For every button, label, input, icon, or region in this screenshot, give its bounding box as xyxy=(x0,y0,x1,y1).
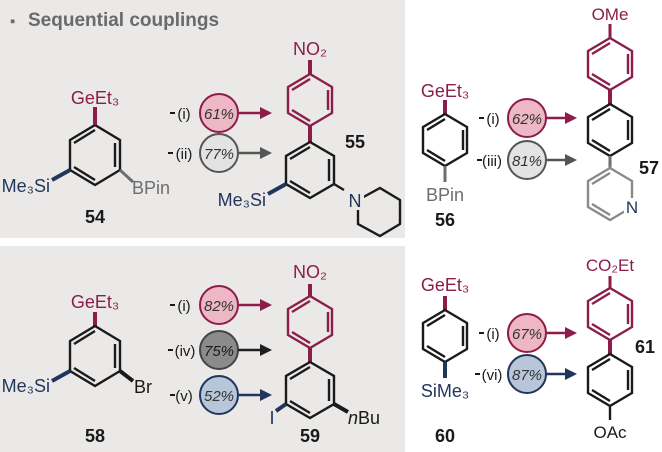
step-i-label: (i) xyxy=(486,111,499,128)
compound-55-silyl-group: Me₃Si xyxy=(218,190,266,210)
step-iv-label: (iv) xyxy=(175,343,196,360)
yield-52: 52% xyxy=(204,388,234,405)
reaction-arrow-head xyxy=(565,154,577,166)
compound-55-label: 55 xyxy=(345,132,365,152)
yield-61: 61% xyxy=(204,106,234,123)
step-row-vi: (vi) 87% xyxy=(475,354,577,394)
panel-top-right-svg: GeEt₃ BPin 56 (i) 62% (iii) 81% xyxy=(405,0,662,238)
compound-54-silyl-group: Me₃Si xyxy=(2,176,50,196)
compound-59-label: 59 xyxy=(300,426,320,446)
step-row-v: (v) 52% xyxy=(170,375,272,415)
compound-58-germanium-group: GeEt₃ xyxy=(71,292,119,312)
step-v-label: (v) xyxy=(175,388,193,405)
header-bullet: ▪ xyxy=(10,13,15,30)
compound-59 xyxy=(274,284,349,420)
compound-60-silyl-group: SiMe₃ xyxy=(421,381,469,401)
compound-58-label: 58 xyxy=(85,426,105,446)
reaction-arrow-head xyxy=(565,368,577,380)
step-row-iv: (iv) 75% xyxy=(168,330,272,370)
compound-61-ester-group: CO₂Et xyxy=(586,256,634,275)
reaction-arrow-head xyxy=(260,147,272,159)
panel-bottom-right: GeEt₃ SiMe₃ 60 (i) 67% (vi) 87% xyxy=(405,246,662,452)
reaction-arrow-head xyxy=(565,112,577,124)
compound-61-label: 61 xyxy=(635,337,655,357)
nitrogen-label-backing xyxy=(624,198,640,216)
yield-87: 87% xyxy=(512,367,542,384)
yield-62: 62% xyxy=(512,111,542,128)
compound-56 xyxy=(421,100,469,182)
step-iii-label: (iii) xyxy=(482,153,502,170)
yield-82: 82% xyxy=(204,298,234,315)
step-row-ii: (ii) 77% xyxy=(168,133,272,173)
compound-54-boron-group: BPin xyxy=(132,178,170,198)
compound-57 xyxy=(586,24,634,222)
step-row-i: (i) 61% xyxy=(170,93,272,133)
panel-top-right: GeEt₃ BPin 56 (i) 62% (iii) 81% xyxy=(405,0,662,238)
yield-67: 67% xyxy=(512,326,542,343)
panel-bottom-left-svg: GeEt₃ Me₃Si Br 58 (i) 82% (iv) 75% xyxy=(0,246,405,452)
step-row-i: (i) 82% xyxy=(170,285,272,325)
step-row-i: (i) 62% xyxy=(479,98,577,138)
compound-56-label: 56 xyxy=(435,210,455,230)
panel-bottom-right-svg: GeEt₃ SiMe₃ 60 (i) 67% (vi) 87% xyxy=(405,246,662,452)
reaction-arrow-head xyxy=(260,107,272,119)
compound-57-label: 57 xyxy=(639,158,659,178)
compound-61-acetoxy-group: OAc xyxy=(593,423,627,442)
panel-top-left: ▪ Sequential couplings GeEt₃ Me₃Si BPin … xyxy=(0,0,405,238)
compound-60-label: 60 xyxy=(435,426,455,446)
step-row-iii: (iii) 81% xyxy=(477,140,577,180)
compound-57-methoxy-group: OMe xyxy=(592,5,629,24)
compound-58-silyl-group: Me₃Si xyxy=(2,376,50,396)
compound-54-label: 54 xyxy=(85,207,105,227)
compound-61 xyxy=(586,276,634,420)
step-vi-label: (vi) xyxy=(482,367,503,384)
yield-75: 75% xyxy=(204,343,234,360)
compound-55-nitro-group: NO₂ xyxy=(293,39,327,59)
compound-54-germanium-group: GeEt₃ xyxy=(71,88,119,108)
reaction-arrow-head xyxy=(565,327,577,339)
compound-60-germanium-group: GeEt₃ xyxy=(421,275,469,295)
reaction-arrow-head xyxy=(260,389,272,401)
step-i-label: (i) xyxy=(486,326,499,343)
compound-55-nitrogen: N xyxy=(349,191,362,211)
compound-59-butyl-group: Bu xyxy=(358,408,380,428)
step-ii-label: (ii) xyxy=(176,146,193,163)
compound-59-iodo-group: I xyxy=(269,408,274,428)
compound-58 xyxy=(51,312,135,388)
yield-77: 77% xyxy=(204,146,234,163)
compound-60 xyxy=(421,296,469,378)
reaction-arrow-head xyxy=(260,299,272,311)
compound-55 xyxy=(267,60,402,238)
panel-bottom-left: GeEt₃ Me₃Si Br 58 (i) 82% (iv) 75% xyxy=(0,246,405,452)
compound-59-nitro-group: NO₂ xyxy=(293,262,327,282)
compound-58-bromo-group: Br xyxy=(134,377,152,397)
step-i-label: (i) xyxy=(177,298,190,315)
compound-56-germanium-group: GeEt₃ xyxy=(421,81,469,101)
compound-56-boron-group: BPin xyxy=(426,185,464,205)
compound-54 xyxy=(51,107,135,187)
compound-59-n-prefix: n xyxy=(348,408,358,428)
panel-top-left-svg: ▪ Sequential couplings GeEt₃ Me₃Si BPin … xyxy=(0,0,405,238)
nitrogen-label-backing xyxy=(347,190,364,210)
step-i-label: (i) xyxy=(177,106,190,123)
header-title: Sequential couplings xyxy=(28,10,219,31)
compound-57-nitrogen: N xyxy=(626,198,638,217)
step-row-i: (i) 67% xyxy=(479,313,577,353)
reaction-arrow-head xyxy=(260,344,272,356)
yield-81: 81% xyxy=(512,153,542,170)
